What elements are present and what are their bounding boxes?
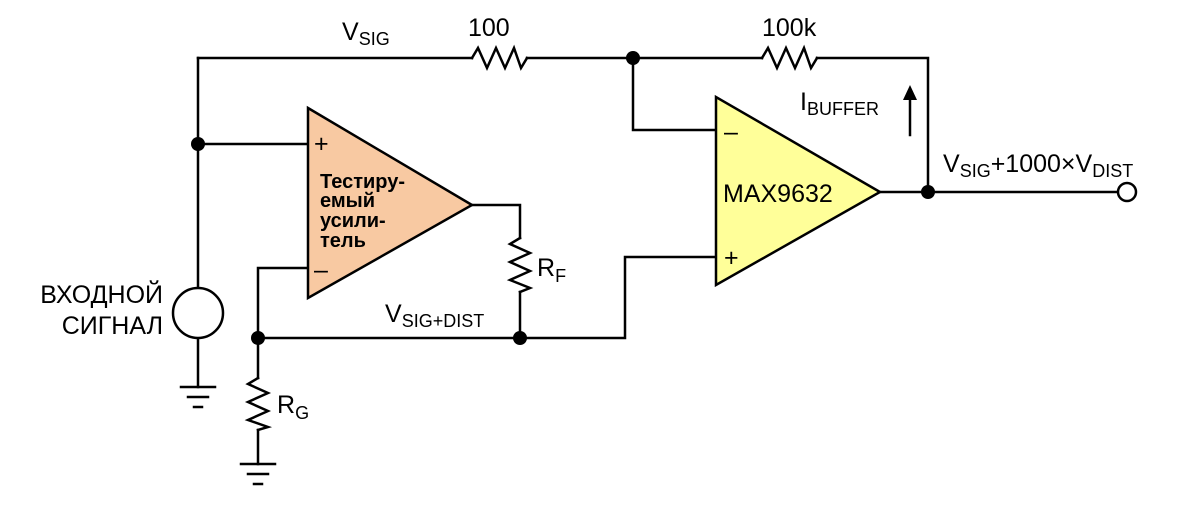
resistor-rg [244,376,273,432]
input-signal-label-line1: ВХОДНОЙ [40,279,163,309]
resistor-100k [760,44,819,72]
input-signal-source [171,286,225,340]
junction-dots [191,51,935,345]
dut-plus-sign: + [314,130,329,158]
rg-label: RG [277,391,309,423]
dut-label-line2: емый [320,190,375,212]
r-series-label: 100 [468,14,510,42]
r-feedback-label: 100k [762,14,817,42]
vsig-label: VSIG [342,18,390,49]
junction-dot [251,331,265,345]
ground-symbol-rg [239,462,277,486]
junction-dot [513,331,527,345]
vsig-dist-label: VSIG+DIST [385,300,484,331]
junction-dot [191,137,205,151]
ground-symbol-source [179,385,217,409]
buffer-amplifier: – + MAX9632 [714,94,883,288]
dut-label-line3: усили- [320,210,386,232]
buffer-minus-sign: – [724,118,738,146]
junction-dot [626,51,640,65]
dut-label-line1: Тестиру- [320,171,405,193]
wires [196,56,1120,466]
junction-dot [921,185,935,199]
ibuffer-label: IBUFFER [800,88,879,119]
rf-label: RF [537,254,566,286]
resistor-100 [470,44,529,72]
buffer-plus-sign: + [724,244,739,272]
ibuffer-arrow [903,85,917,137]
dut-label-line4: тель [320,230,366,252]
output-terminal [1116,181,1138,203]
dut-minus-sign: – [314,256,328,284]
resistor-rf [506,236,534,294]
output-label: VSIG+1000×VDIST [943,150,1133,181]
dut-amplifier: + – Тестиру- емый усили- тель [306,105,475,301]
buffer-part-name: MAX9632 [723,180,833,208]
input-signal-label-line2: СИГНАЛ [62,312,163,340]
